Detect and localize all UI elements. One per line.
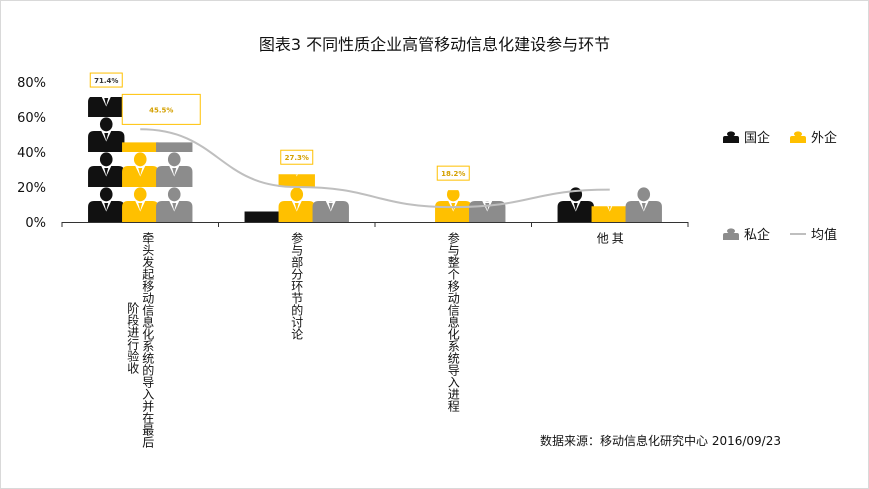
legend-label: 均值 bbox=[811, 228, 838, 243]
person-figure bbox=[156, 142, 193, 152]
legend-label: 外企 bbox=[811, 131, 838, 146]
person-figure bbox=[122, 152, 159, 187]
x-category-label: 阶段进行验收 bbox=[125, 302, 140, 374]
person-figure bbox=[591, 206, 628, 222]
data-label-box bbox=[280, 149, 314, 165]
x-category-label: 他 bbox=[595, 232, 610, 244]
legend-item: 外企 bbox=[789, 127, 837, 146]
person-figure bbox=[156, 152, 193, 187]
person-figure bbox=[312, 201, 349, 222]
y-tick-label: 60% bbox=[17, 111, 46, 126]
person-figure bbox=[88, 117, 125, 152]
y-tick-label: 40% bbox=[17, 146, 46, 161]
person-figure bbox=[435, 190, 472, 222]
legend-item: 国企 bbox=[722, 127, 770, 146]
y-tick-label: 0% bbox=[25, 216, 46, 231]
x-category-label: 参与整个移动信息化系统导入进程 bbox=[446, 232, 461, 412]
legend-swatch bbox=[790, 232, 806, 235]
legend-swatch bbox=[723, 227, 739, 240]
data-label: 27.3% bbox=[285, 154, 309, 162]
x-category-label: 其 bbox=[610, 232, 625, 244]
data-label-box bbox=[121, 93, 201, 125]
legend-label: 私企 bbox=[744, 228, 771, 243]
person-figure bbox=[156, 187, 193, 222]
legend-item: 均值 bbox=[789, 224, 837, 243]
source-note: 数据来源：移动信息化研究中心 2016/09/23 bbox=[540, 434, 781, 448]
data-label: 71.4% bbox=[94, 77, 118, 85]
person-figure bbox=[625, 187, 662, 222]
average-line bbox=[140, 128, 610, 209]
data-label-box bbox=[436, 165, 470, 181]
person-figure bbox=[278, 174, 315, 187]
data-label: 18.2% bbox=[441, 170, 465, 178]
person-figure bbox=[278, 187, 315, 222]
data-label: 45.5% bbox=[149, 106, 173, 114]
person-figure bbox=[88, 187, 125, 222]
data-label-box bbox=[89, 72, 123, 88]
x-category-label: 牵头发起移动信息化系统的导入并在最后 bbox=[140, 232, 155, 448]
person-figure bbox=[88, 152, 125, 187]
legend-item: 私企 bbox=[722, 224, 770, 243]
chart-title: 图表3 不同性质企业高管移动信息化建设参与环节 bbox=[258, 35, 611, 54]
legend-swatch bbox=[790, 130, 806, 143]
legend-swatch bbox=[723, 130, 739, 143]
legend-label: 国企 bbox=[744, 131, 771, 146]
y-tick-label: 20% bbox=[17, 181, 46, 196]
x-category-label: 参与部分环节的讨论 bbox=[289, 232, 304, 340]
person-figure bbox=[122, 142, 159, 152]
person-figure bbox=[122, 187, 159, 222]
person-figure bbox=[244, 211, 281, 222]
y-tick-label: 80% bbox=[17, 76, 46, 91]
person-figure bbox=[88, 97, 125, 117]
